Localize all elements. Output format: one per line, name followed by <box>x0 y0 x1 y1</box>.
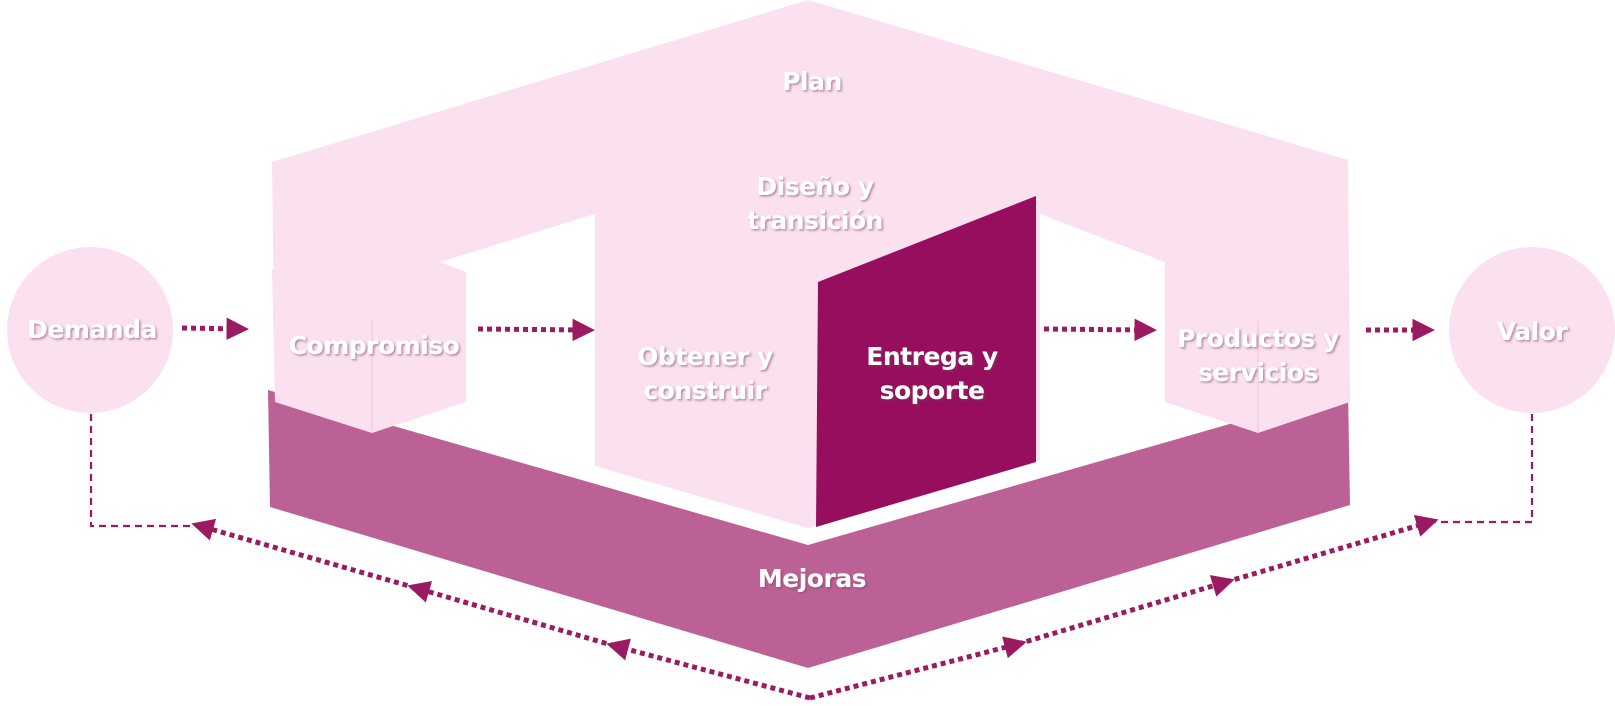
valor-label: Valor <box>1497 317 1569 346</box>
mejoras-label: Mejoras <box>758 564 866 593</box>
demanda-circle <box>7 247 173 413</box>
compromiso-shape <box>272 262 466 433</box>
feedback-line-demanda <box>89 414 206 528</box>
arrow-bottom-left-1 <box>606 638 811 701</box>
demanda-label: Demanda <box>27 315 157 344</box>
compromiso-label: Compromiso <box>289 331 460 360</box>
plan-shape <box>272 0 1350 528</box>
productos-label-line2: servicios <box>1198 358 1318 387</box>
entrega-label-line1: Entrega y <box>866 342 998 371</box>
arrow-compromiso-obtener <box>477 318 595 342</box>
productos-label-line1: Productos y <box>1177 324 1339 353</box>
arrow-bottom-left-3 <box>191 518 417 591</box>
arrow-bottom-left-2 <box>407 580 616 649</box>
diseno-label-line2: transición <box>747 206 883 235</box>
arrow-entrega-productos <box>1043 318 1157 342</box>
feedback-line-valor <box>1425 414 1534 524</box>
obtener-label-line1: Obtener y <box>637 342 773 371</box>
plan-label: Plan <box>782 67 842 96</box>
entrega-shape <box>816 196 1036 527</box>
valor-circle <box>1449 247 1615 413</box>
mejoras-shape <box>268 390 1350 668</box>
entrega-label-line2: soporte <box>880 376 985 405</box>
arrow-bottom-right-2 <box>1017 575 1235 647</box>
diseno-label-line1: Diseño y <box>756 172 873 201</box>
obtener-label-line2: construir <box>643 376 767 405</box>
arrow-demanda-compromiso <box>181 317 249 341</box>
